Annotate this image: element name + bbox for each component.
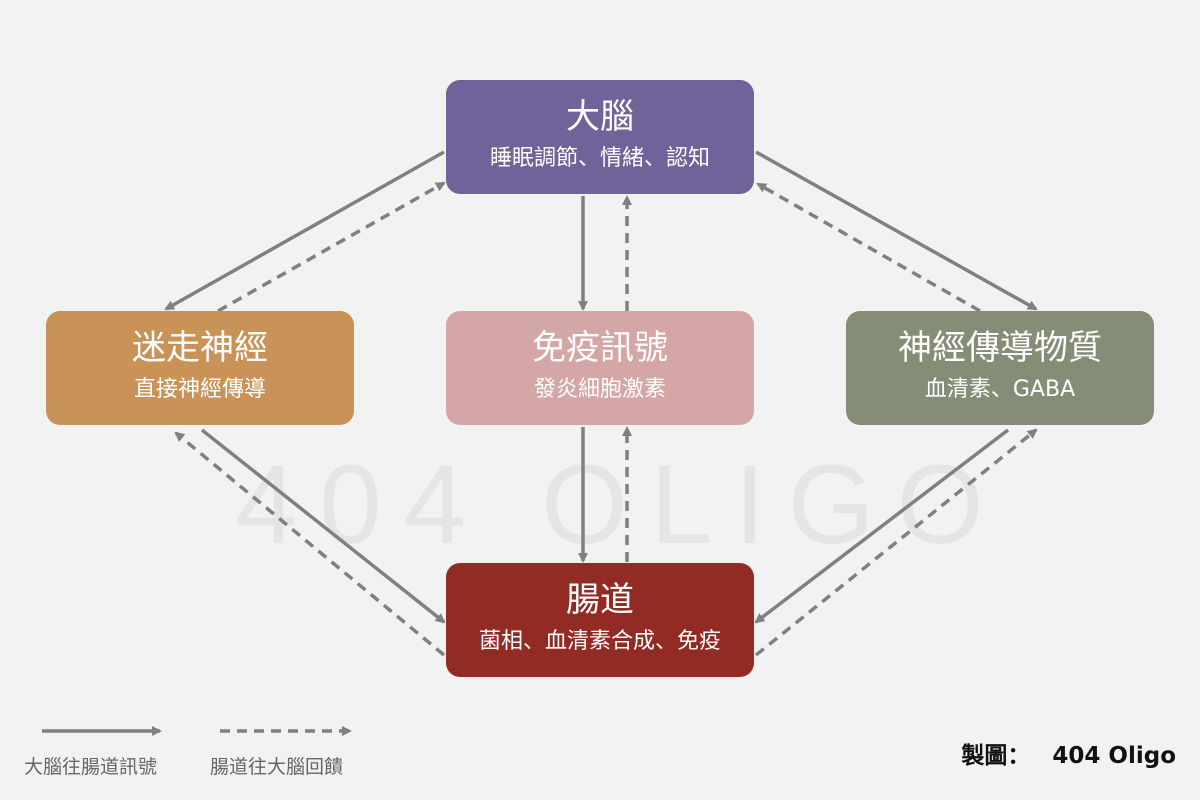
node-neuro-subtitle: 血清素、GABA [924, 377, 1076, 402]
node-vagus-title: 迷走神經 [132, 328, 268, 368]
watermark-text: 404 OLIGO [235, 442, 1006, 567]
arrow-vagus-to-brain [217, 181, 446, 313]
node-vagus-subtitle: 直接神經傳導 [133, 377, 266, 402]
legend-solid-label: 大腦往腸道訊號 [24, 756, 158, 778]
node-gut: 腸道 菌相、血清素合成、免疫 [446, 563, 754, 677]
arrow-brain-to-neuro [755, 150, 1038, 311]
node-immune-subtitle: 發炎細胞激素 [533, 377, 666, 402]
node-neurotransmitter: 神經傳導物質 血清素、GABA [846, 311, 1154, 425]
node-neuro-title: 神經傳導物質 [898, 328, 1102, 368]
node-brain-title: 大腦 [566, 97, 634, 137]
node-brain-subtitle: 睡眠調節、情緒、認知 [489, 146, 710, 171]
arrow-neuro-to-gut [754, 428, 1010, 624]
arrow-brain-to-vagus [164, 150, 445, 311]
arrow-vagus-to-gut [200, 428, 446, 624]
node-immune-title: 免疫訊號 [532, 328, 668, 368]
credit-name: 404 Oligo [1052, 743, 1176, 769]
arrow-gut-to-neuro [754, 428, 1038, 657]
node-gut-title: 腸道 [566, 580, 634, 620]
legend-dashed-label: 腸道往大腦回饋 [210, 756, 344, 778]
credit-label: 製圖： [961, 743, 1031, 769]
credit: 製圖： 404 Oligo [961, 736, 1176, 770]
node-brain: 大腦 睡眠調節、情緒、認知 [446, 80, 754, 194]
node-immune-signal: 免疫訊號 發炎細胞激素 [446, 311, 754, 425]
arrow-gut-to-vagus [174, 431, 446, 657]
node-vagus-nerve: 迷走神經 直接神經傳導 [46, 311, 354, 425]
node-gut-subtitle: 菌相、血清素合成、免疫 [478, 629, 721, 654]
arrow-neuro-to-brain [756, 182, 981, 313]
